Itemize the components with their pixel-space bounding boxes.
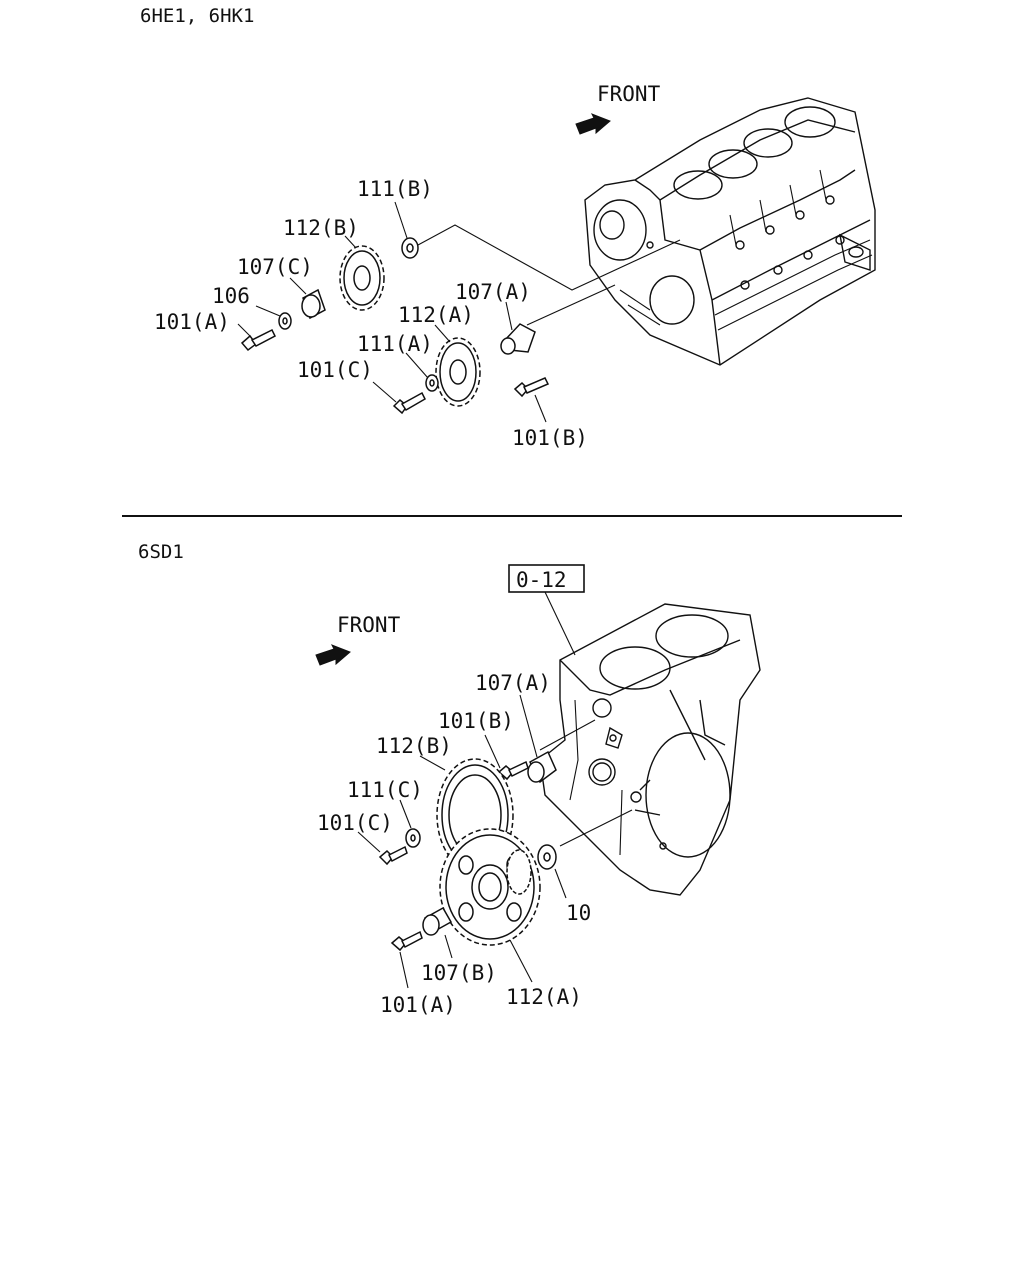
callout-107b: 107(B): [421, 961, 497, 985]
callout-101b: 101(B): [438, 709, 514, 733]
engine-block: [539, 603, 761, 896]
callout-101a: 101(A): [380, 993, 456, 1017]
leader-line: [526, 284, 616, 326]
callout-10: 10: [566, 901, 591, 925]
section-6he1-6hk1: 6HE1, 6HK1 FRONT: [140, 5, 876, 450]
washer-10: [537, 844, 557, 870]
callout-101a: 101(A): [154, 310, 230, 334]
bolt-101a: [390, 930, 423, 952]
section-6sd1: 6SD1 0-12 FRONT: [138, 541, 761, 1017]
washer-111b: [401, 237, 419, 259]
shaft-107a: [527, 750, 557, 784]
callout-101c: 101(C): [317, 811, 393, 835]
engine-block: [584, 97, 876, 366]
front-label: FRONT: [597, 82, 661, 106]
reference-box: [508, 564, 585, 593]
washer-106: [278, 312, 292, 330]
bolt-101c: [378, 845, 408, 866]
washer-111a: [425, 374, 439, 392]
callout-112b: 112(B): [283, 216, 359, 240]
washer-111c: [405, 828, 421, 848]
section-title: 6SD1: [138, 541, 184, 563]
callout-106: 106: [212, 284, 250, 308]
leader-line: [417, 224, 681, 291]
front-label: FRONT: [337, 613, 401, 637]
bolt-101b: [513, 377, 550, 398]
callout-107c: 107(C): [237, 255, 313, 279]
callout-112b: 112(B): [376, 734, 452, 758]
bolt-101a: [240, 328, 276, 352]
gear-112a: [435, 337, 481, 407]
shaft-107b: [422, 906, 453, 936]
bolt-101b: [497, 760, 529, 781]
shaft-107c: [301, 288, 326, 320]
callout-101c: 101(C): [297, 358, 373, 382]
shaft-107a: [500, 323, 536, 355]
reference-box-label: 0-12: [516, 568, 567, 592]
callout-107a: 107(A): [455, 280, 531, 304]
callout-111b: 111(B): [357, 177, 433, 201]
bolt-101c: [392, 391, 426, 415]
callout-112a: 112(A): [398, 303, 474, 327]
callout-111a: 111(A): [357, 332, 433, 356]
section-title: 6HE1, 6HK1: [140, 5, 254, 27]
callout-101b: 101(B): [512, 426, 588, 450]
pinion: [506, 849, 532, 895]
callout-107a: 107(A): [475, 671, 551, 695]
front-arrow-icon: [575, 113, 611, 135]
gear-112b: [339, 245, 385, 311]
callout-112a: 112(A): [506, 985, 582, 1009]
callout-111c: 111(C): [347, 778, 423, 802]
front-arrow-icon: [315, 644, 351, 666]
